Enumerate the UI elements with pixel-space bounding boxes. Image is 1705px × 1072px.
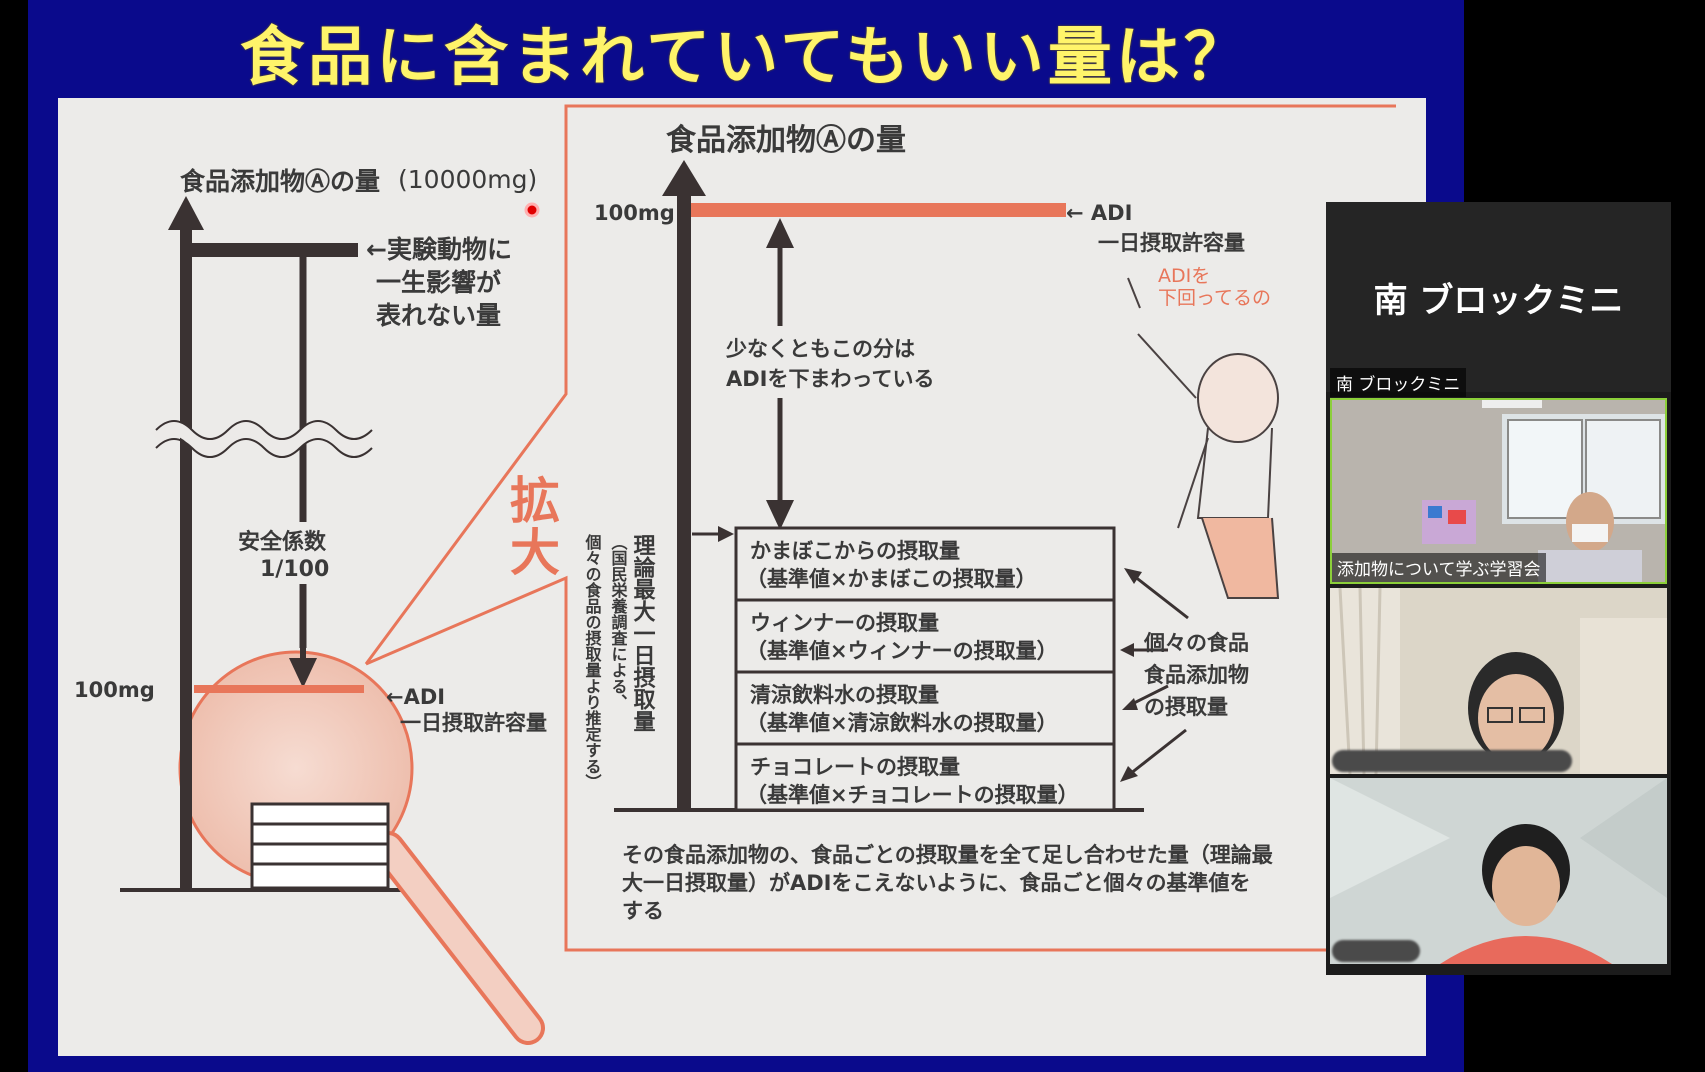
right-arrow-icon [718,526,734,542]
safety-factor-value: 1/100 [260,557,329,582]
right-adi-value: 100mg [594,201,675,225]
safety-factor-label: 安全係数 [238,529,327,555]
zoom-connector-top [364,104,1396,665]
max-intake-note-2: 個々の食品の摂取量より推定する） [583,533,603,790]
left-axis-label: 食品添加物Ⓐの量 [180,167,380,196]
character-speech-2: 下回ってるの [1158,287,1271,309]
video-frame [1332,400,1665,582]
intake-table [734,526,1116,812]
blurred-name-overlay [1332,750,1572,772]
active-speaker-name: 南 ブロックミニ [1373,280,1624,321]
no-effect-label-3: 表れない量 [376,301,501,330]
diagram-scan: 食品添加物Ⓐの量 (10000mg) ←実験動物に 一生影響が 表れない量 安全… [58,98,1426,1056]
left-adi-label: ←ADI [386,685,445,709]
zoom-word-1: 拡 [510,472,560,530]
stack-boxes-icon [250,802,390,890]
character-speech-1: ADIを [1158,265,1210,287]
right-axis-arrow-icon [662,160,706,196]
video-frame [1330,778,1667,964]
individual-label-2: 食品添加物 [1144,663,1249,687]
laser-pointer-icon [524,202,540,218]
intake-row-title: チョコレートの摂取量 [750,755,960,779]
diagram-canvas: 食品添加物Ⓐの量 (10000mg) ←実験動物に 一生影響が 表れない量 安全… [74,104,1396,1045]
individual-label-1: 個々の食品 [1143,631,1249,655]
right-axis-label: 食品添加物Ⓐの量 [666,123,906,158]
margin-text-2: ADIを下まわっている [726,367,934,391]
intake-row-title: かまぼこからの摂取量 [750,539,960,563]
zoom-word-2: 大 [510,524,560,582]
right-adi-sublabel: 一日摂取許容量 [1098,231,1245,255]
left-axis-arrow-icon [168,196,204,230]
participant-name: 添加物について学ぶ学習会 [1332,553,1546,582]
character-illustration [1127,277,1280,599]
no-effect-label-1: ←実験動物に [366,235,512,264]
max-intake-label: 理論最大一日摂取量 [630,534,656,732]
footnote-line-3: する [622,899,664,923]
no-effect-label-2: 一生影響が [376,268,501,297]
footnote-line-2: 大一日摂取量）がADIをこえないように、食品ごと個々の基準値を [622,871,1250,895]
slide-title: 食品に含まれていてもいい量は？ [240,21,1252,95]
intake-row-detail: （基準値×かまぼこの摂取量） [746,567,1037,591]
left-axis-amount: (10000mg) [398,165,537,194]
footnote-line-1: その食品添加物の、食品ごとの摂取量を全て足し合わせた量（理論最 [622,843,1274,867]
video-tile[interactable] [1330,778,1667,964]
max-intake-note: （国民栄養調査による、 [609,534,629,710]
meeting-participant-panel: 南 ブロックミニ 南 ブロックミニ 添加物について学ぶ学習会 [1326,202,1671,975]
presentation-slide: 食品に含まれていてもいい量は？ [28,0,1464,1072]
left-adi-value: 100mg [74,678,155,702]
individual-label-3: の摂取量 [1144,695,1228,719]
video-tile[interactable] [1330,588,1667,774]
video-tile[interactable]: 添加物について学ぶ学習会 [1330,398,1667,584]
active-speaker-view[interactable]: 南 ブロックミニ 南 ブロックミニ [1326,202,1671,397]
left-adi-sublabel: 一日摂取許容量 [400,711,547,735]
intake-row-title: ウィンナーの摂取量 [750,611,939,635]
intake-row-detail: （基準値×清涼飲料水の摂取量） [746,711,1058,735]
video-frame [1330,588,1667,774]
blurred-name-overlay [1332,940,1420,962]
intake-row-title: 清涼飲料水の摂取量 [750,683,939,707]
axis-break-icon [151,422,377,454]
up-arrow-icon [766,218,794,248]
active-speaker-label: 南 ブロックミニ [1330,368,1467,397]
intake-row-detail: （基準値×チョコレートの摂取量） [746,783,1079,807]
down-arrow-icon [766,500,794,530]
right-adi-label: ← ADI [1066,201,1132,225]
zoom-connector-bottom [365,575,1396,952]
margin-text-1: 少なくともこの分は [725,337,915,361]
intake-row-detail: （基準値×ウィンナーの摂取量） [746,639,1058,663]
down-arrow-icon [289,658,317,688]
